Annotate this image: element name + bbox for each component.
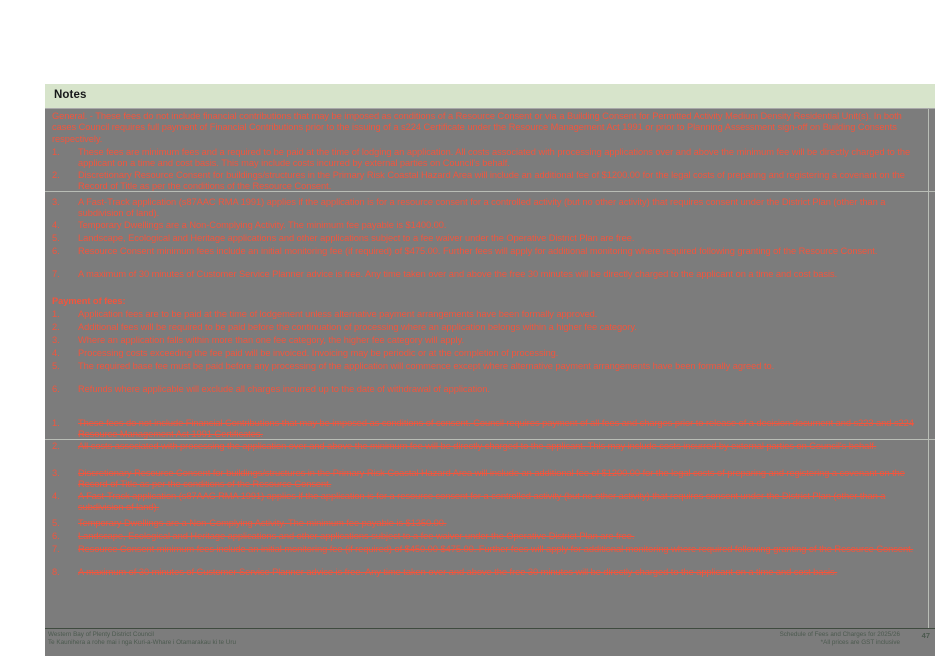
- footer-gst-note: *All prices are GST inclusive: [820, 639, 900, 647]
- note-item-number: 7.: [52, 269, 60, 279]
- note-item-text: Temporary Dwellings are a Non-Complying …: [78, 220, 447, 230]
- note-item-number: 4.: [52, 220, 60, 230]
- note-item-2: 2. Discretionary Resource Consent for bu…: [52, 170, 924, 193]
- deleted-item-number: 2.: [52, 441, 60, 451]
- payment-item-number: 4.: [52, 348, 60, 358]
- note-item-text: These fees are minimum fees and a requir…: [78, 147, 911, 169]
- deleted-item-7: 7. Resource Consent minimum fees include…: [52, 544, 924, 555]
- note-item-text: A maximum of 30 minutes of Customer Serv…: [78, 269, 838, 279]
- deleted-item-number: 4.: [52, 491, 60, 501]
- note-item-number: 2.: [52, 170, 60, 180]
- notes-header-row: Notes: [45, 84, 935, 109]
- payment-item-text: Where an application falls within more t…: [78, 335, 465, 345]
- payment-item-5: 5. The required base fee must be paid be…: [52, 361, 924, 372]
- deleted-item-number: 5.: [52, 518, 60, 528]
- deleted-item-number: 6.: [52, 531, 60, 541]
- deleted-item-5: 5. Temporary Dwellings are a Non-Complyi…: [52, 518, 924, 529]
- note-item-number: 3.: [52, 197, 60, 207]
- note-item-number: 6.: [52, 246, 60, 256]
- payment-item-number: 1.: [52, 309, 60, 319]
- note-item-number: 5.: [52, 233, 60, 243]
- payment-item-number: 5.: [52, 361, 60, 371]
- note-item-text: A Fast-Track application (s87AAC RMA 199…: [78, 197, 886, 219]
- note-item-6: 6. Resource Consent minimum fees include…: [52, 246, 924, 257]
- note-item-1: 1. These fees are minimum fees and a req…: [52, 147, 924, 170]
- deleted-item-text: A Fast-Track application (s87AAC RMA 199…: [78, 491, 886, 513]
- footer-page-number: 47: [921, 631, 930, 640]
- deleted-item-4: 4. A Fast-Track application (s87AAC RMA …: [52, 491, 924, 514]
- deleted-item-1: 1. These fees do not include Financial C…: [52, 418, 924, 441]
- notes-header-label: Notes: [54, 89, 87, 101]
- payment-item-number: 3.: [52, 335, 60, 345]
- payment-item-number: 2.: [52, 322, 60, 332]
- payment-item-text: Processing costs exceeding the fee paid …: [78, 348, 559, 358]
- payment-item-text: Application fees are to be paid at the t…: [78, 309, 598, 319]
- deleted-item-number: 3.: [52, 468, 60, 478]
- payment-item-2: 2. Additional fees will be required to b…: [52, 322, 924, 333]
- footer-left: Western Bay of Plenty District Council T…: [48, 631, 236, 647]
- note-item-text: Resource Consent minimum fees include an…: [78, 246, 878, 256]
- note-item-7: 7. A maximum of 30 minutes of Customer S…: [52, 269, 924, 280]
- deleted-item-text: Temporary Dwellings are a Non-Complying …: [78, 518, 447, 528]
- page-footer: Western Bay of Plenty District Council T…: [45, 628, 935, 658]
- deleted-item-number: 1.: [52, 418, 60, 428]
- note-item-number: 1.: [52, 147, 60, 157]
- note-item-5: 5. Landscape, Ecological and Heritage ap…: [52, 233, 924, 244]
- deleted-item-text: Landscape, Ecological and Heritage appli…: [78, 531, 635, 541]
- note-item-3: 3. A Fast-Track application (s87AAC RMA …: [52, 197, 924, 220]
- payment-item-3: 3. Where an application falls within mor…: [52, 335, 924, 346]
- payment-item-1: 1. Application fees are to be paid at th…: [52, 309, 924, 320]
- footer-council-name-maori: Te Kaunihera a rohe mai i nga Kuri-a-Wha…: [48, 639, 236, 647]
- table-rule-2: [45, 439, 935, 440]
- payment-item-text: The required base fee must be paid befor…: [78, 361, 775, 371]
- payment-item-6: 6. Refunds where applicable will exclude…: [52, 384, 924, 395]
- deleted-item-number: 7.: [52, 544, 60, 554]
- deleted-item-text: All costs associated with processing the…: [78, 441, 877, 451]
- footer-divider: [45, 628, 935, 629]
- payment-item-4: 4. Processing costs exceeding the fee pa…: [52, 348, 924, 359]
- note-item-4: 4. Temporary Dwellings are a Non-Complyi…: [52, 220, 924, 231]
- payment-of-fees-heading: Payment of fees:: [52, 296, 126, 306]
- note-item-text: Landscape, Ecological and Heritage appli…: [78, 233, 635, 243]
- deleted-item-text: These fees do not include Financial Cont…: [78, 418, 914, 440]
- deleted-item-number: 8.: [52, 567, 60, 577]
- notes-table: Notes General. - These fees do not inclu…: [45, 84, 935, 656]
- footer-right: Schedule of Fees and Charges for 2025/26…: [780, 631, 900, 647]
- footer-council-name: Western Bay of Plenty District Council: [48, 631, 154, 638]
- deleted-item-2: 2. All costs associated with processing …: [52, 441, 924, 452]
- payment-item-text: Additional fees will be required to be p…: [78, 322, 637, 332]
- deleted-item-3: 3. Discretionary Resource Consent for bu…: [52, 468, 924, 491]
- note-item-text: Discretionary Resource Consent for build…: [78, 170, 905, 192]
- deleted-item-text: A maximum of 30 minutes of Customer Serv…: [78, 567, 838, 577]
- table-rule-1: [45, 191, 935, 192]
- deleted-item-8: 8. A maximum of 30 minutes of Customer S…: [52, 567, 924, 578]
- payment-item-number: 6.: [52, 384, 60, 394]
- deleted-item-6: 6. Landscape, Ecological and Heritage ap…: [52, 531, 924, 542]
- table-rule-right: [928, 109, 929, 629]
- payment-item-text: Refunds where applicable will exclude al…: [78, 384, 490, 394]
- general-note-paragraph: General. - These fees do not include fin…: [52, 111, 902, 144]
- deleted-item-text: Discretionary Resource Consent for build…: [78, 468, 905, 490]
- deleted-item-text: Resource Consent minimum fees include an…: [78, 544, 914, 554]
- footer-document-title: Schedule of Fees and Charges for 2025/26: [779, 631, 900, 638]
